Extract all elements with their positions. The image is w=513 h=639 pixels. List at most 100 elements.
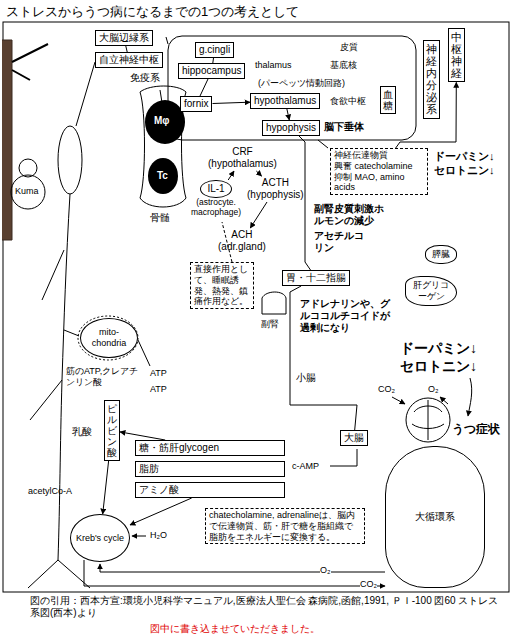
label-text: アセチルコリン bbox=[314, 230, 364, 254]
connector bbox=[120, 432, 165, 440]
node-text: CRF bbox=[208, 146, 277, 158]
label-text: 乳酸 bbox=[72, 426, 92, 438]
label-text: アドレナリンや、グルココルチコイドが過剰になり bbox=[300, 298, 398, 334]
label-text: セロトニン↓ bbox=[400, 358, 477, 375]
node-text: (hypophysis) bbox=[247, 189, 304, 201]
node-text: 神経伝達物質 bbox=[334, 150, 424, 161]
connector bbox=[256, 171, 261, 176]
node-text: 中枢神経 bbox=[451, 31, 462, 79]
label-text: thalamus bbox=[255, 60, 292, 71]
adrenal-shape bbox=[262, 292, 286, 314]
node-text: hypophysis bbox=[266, 122, 316, 134]
title: ストレスからうつ病になるまでの1つの考えとして bbox=[6, 3, 299, 21]
process-box: 直接作用として、睡眠誘発、熱発、鎮痛作用など。 bbox=[190, 262, 254, 309]
label-text: ドーパミン↓ bbox=[434, 150, 495, 163]
brain-region bbox=[168, 36, 416, 140]
process-box: ACTH(hypophysis) bbox=[244, 176, 307, 202]
node-text: Kreb's cycle bbox=[76, 533, 124, 544]
process-box: 自立神経中枢 bbox=[95, 52, 163, 68]
label-text: 脳下垂体 bbox=[324, 121, 364, 133]
node-text: 神経内分泌系 bbox=[426, 43, 437, 116]
node-text: ACTH bbox=[247, 177, 304, 189]
bear-body bbox=[11, 175, 45, 209]
process-box: 血糖 bbox=[380, 86, 396, 114]
node-text: IL-1 bbox=[200, 180, 231, 198]
process-box: 胃・十二指腸 bbox=[282, 270, 350, 286]
node-text: hippocampus bbox=[182, 65, 241, 77]
t-cell bbox=[148, 158, 178, 194]
connector bbox=[200, 79, 208, 96]
node-text: 興奮 catecholamine bbox=[334, 161, 424, 172]
label-text: O₂ bbox=[428, 384, 439, 395]
node-text: 糖・筋肝glycogen bbox=[139, 442, 281, 454]
node-text: mito-chondria bbox=[83, 327, 135, 349]
connector bbox=[213, 102, 251, 103]
label-text: CO₂ bbox=[360, 579, 377, 590]
label-text: Tc bbox=[157, 170, 168, 182]
node-text: (astrocyte. macrophage) bbox=[186, 198, 246, 218]
process-box: Kreb's cycle bbox=[70, 514, 130, 562]
process-box: 脂肪 bbox=[135, 461, 285, 477]
label-text: acetylCo-A bbox=[28, 486, 72, 497]
node-text: アミノ酸 bbox=[139, 484, 281, 496]
tree-trunk bbox=[2, 40, 12, 240]
label-text: 基底核 bbox=[330, 60, 357, 71]
connector bbox=[103, 461, 109, 514]
label-text: 免疫系 bbox=[130, 72, 160, 84]
node-text: 脂肪 bbox=[139, 463, 281, 475]
node-text: hypothalamus bbox=[254, 95, 316, 107]
process-box: 神経内分泌系 bbox=[423, 40, 440, 119]
bear-head bbox=[19, 159, 37, 177]
node-text: 自立神経中枢 bbox=[99, 54, 159, 66]
process-box: 中枢神経 bbox=[448, 28, 465, 82]
process-box: ACH(adr.gland) bbox=[215, 228, 269, 254]
process-box: g.cingli bbox=[195, 42, 234, 58]
process-box: chatecholamine, adrenalineは、脳内で伝達物質、筋・肝で… bbox=[205, 508, 365, 544]
label-text: 小腸 bbox=[296, 372, 316, 384]
process-box: mito-chondria bbox=[80, 318, 138, 358]
node-text: 副腎 bbox=[261, 319, 279, 330]
connector bbox=[228, 171, 234, 180]
node-text: 抑制 MAO, amino acids bbox=[334, 172, 424, 194]
label-text: c-AMP bbox=[292, 461, 319, 472]
label-text: Mφ bbox=[154, 115, 169, 127]
label-text: ATP bbox=[150, 384, 167, 395]
connector bbox=[250, 202, 267, 228]
process-box: IL-1(astrocyte. macrophage) bbox=[186, 180, 246, 218]
process-box: 糖・筋肝glycogen bbox=[135, 440, 285, 456]
brain-circle bbox=[406, 398, 450, 442]
figure-lines bbox=[2, 22, 509, 592]
process-box: 神経伝達物質興奮 catecholamine抑制 MAO, amino acid… bbox=[330, 148, 428, 195]
process-box: fornix bbox=[180, 96, 212, 112]
connector bbox=[287, 109, 289, 120]
label-text: セロトニン↓ bbox=[434, 164, 495, 177]
label-text: Kuma bbox=[15, 186, 39, 197]
process-box: hippocampus bbox=[178, 63, 245, 79]
node-text: 大脳辺縁系 bbox=[99, 32, 149, 44]
macrophage-cell bbox=[145, 100, 185, 144]
process-box: CRF(hypothalamus) bbox=[205, 145, 280, 171]
connector bbox=[130, 498, 192, 525]
node-text: ACH bbox=[218, 229, 266, 241]
frame bbox=[3, 22, 509, 592]
node-text: 大循環系 bbox=[415, 511, 455, 523]
node-text: chatecholamine, adrenalineは、脳内で伝達物質、筋・肝で… bbox=[209, 510, 361, 542]
node-text: fornix bbox=[184, 98, 208, 110]
process-box: 肝グリコーゲン bbox=[405, 276, 457, 306]
label-text: H₂O bbox=[150, 530, 167, 541]
caption: 図の引用：西本方宣:環境小児科学マニュアル,医療法人聖仁会 森病院,函館,199… bbox=[30, 595, 500, 619]
label-text: (パーペッツ情動回路) bbox=[258, 78, 345, 89]
label-text: ドーパミン↓ bbox=[400, 340, 477, 357]
process-box: hypothalamus bbox=[250, 93, 320, 109]
node-text: (adr.gland) bbox=[218, 241, 266, 253]
process-box: ピルビン酸 bbox=[104, 400, 120, 461]
label-text: ATP bbox=[150, 368, 167, 379]
label-text: 図中に書き込ませていただきました。 bbox=[150, 623, 320, 635]
label-text: 骨髄 bbox=[150, 212, 170, 224]
node-text: 直接作用として、睡眠誘発、熱発、鎮痛作用など。 bbox=[194, 264, 250, 307]
process-box: 大腸 bbox=[340, 430, 368, 446]
brain-figure bbox=[58, 126, 82, 194]
label-text: 食欲中枢 bbox=[330, 96, 366, 107]
label-text: CO₂ bbox=[378, 384, 395, 395]
